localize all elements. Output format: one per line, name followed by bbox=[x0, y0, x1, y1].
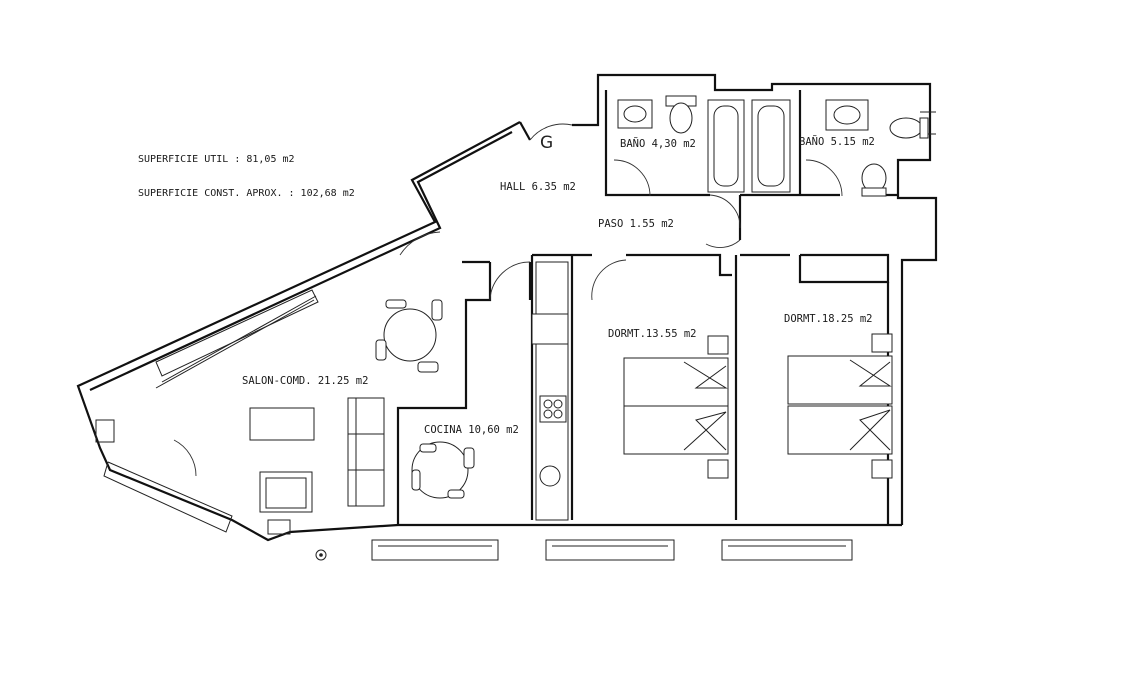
bedroom1-furniture bbox=[623, 335, 729, 479]
room-label-corridor: PASO 1.55 m2 bbox=[598, 218, 674, 230]
room-label-bedroom2: DORMT.18.25 m2 bbox=[784, 313, 873, 325]
room-label-kitchen: COCINA 10,60 m2 bbox=[424, 424, 519, 436]
outer-walls bbox=[76, 73, 938, 542]
room-label-bath1: BAÑO 4,30 m2 bbox=[620, 137, 696, 150]
marker-icon bbox=[315, 549, 327, 561]
room-label-bath2: BAÑO 5.15 m2 bbox=[799, 135, 875, 148]
gas-mark: G bbox=[540, 133, 553, 153]
kitchen-furniture bbox=[411, 261, 569, 521]
room-label-bedroom1: DORMT.13.55 m2 bbox=[608, 328, 697, 340]
bath1-fixtures bbox=[617, 95, 745, 193]
windows bbox=[95, 111, 936, 561]
room-label-hall: HALL 6.35 m2 bbox=[500, 181, 576, 193]
living-furniture bbox=[249, 299, 443, 513]
useful-area-text: SUPERFICIE UTIL : 81,05 m2 bbox=[138, 154, 295, 165]
interior-walls bbox=[396, 90, 890, 525]
bedroom2-furniture bbox=[787, 333, 893, 479]
bath2-fixtures bbox=[751, 99, 929, 197]
built-area-text: SUPERFICIE CONST. APROX. : 102,68 m2 bbox=[138, 188, 355, 199]
doors bbox=[173, 123, 843, 477]
room-label-living-dining: SALON-COMD. 21.25 m2 bbox=[242, 375, 368, 387]
